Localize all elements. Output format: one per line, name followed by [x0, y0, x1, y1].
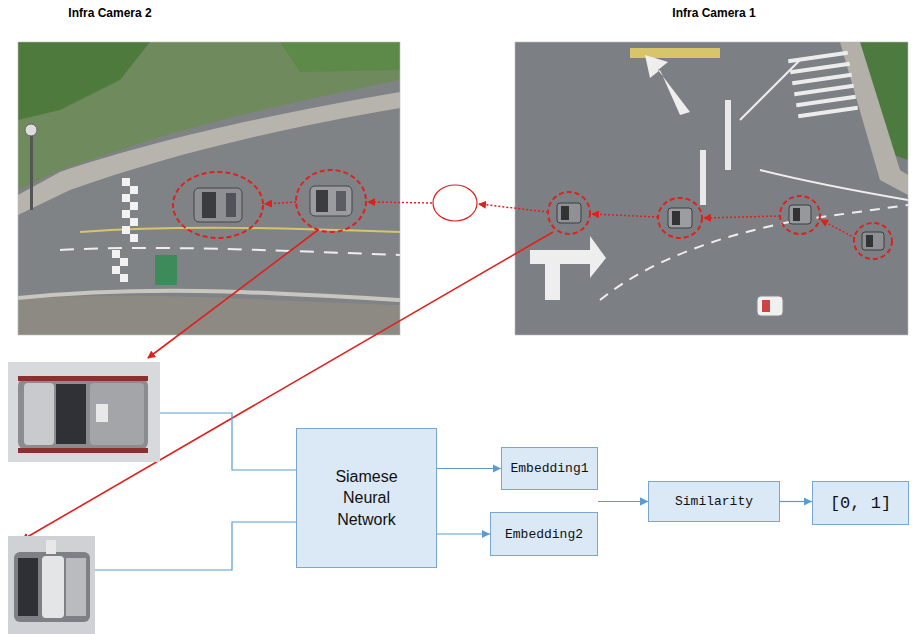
output-box: [0, 1] [812, 481, 909, 525]
node-label: Similarity [675, 494, 753, 509]
arrow-head [804, 498, 812, 506]
connector [598, 498, 648, 506]
vehicle-crop [8, 362, 160, 462]
input-lines [95, 413, 296, 570]
arrow-head [493, 465, 501, 473]
network-box: Siamese Neural Network [296, 428, 437, 568]
camera-1-photo [515, 42, 908, 335]
connector [437, 465, 501, 473]
camera-title: Infra Camera 1 [672, 6, 755, 20]
camera-title: Infra Camera 2 [68, 6, 151, 20]
node-label: Embedding2 [505, 527, 583, 542]
camera-2-photo [18, 42, 400, 335]
gap-circle [433, 185, 477, 221]
connector-line [437, 468, 501, 469]
arrow-head [640, 498, 648, 506]
tracking-circles [173, 170, 892, 259]
arrow-head [640, 498, 648, 506]
connector [598, 498, 648, 506]
node-label: Embedding1 [510, 461, 588, 476]
node-label: Siamese Neural Network [321, 466, 413, 531]
arrow-head [482, 530, 490, 538]
connector [780, 498, 812, 506]
crop-arrows [22, 230, 553, 540]
embedding-box: Embedding2 [490, 512, 598, 556]
trajectory-arrows [265, 202, 855, 238]
vehicle-crop [8, 536, 95, 634]
embedding-box: Embedding1 [501, 447, 598, 490]
similarity-box: Similarity [648, 481, 780, 522]
connector [437, 530, 490, 538]
node-label: [0, 1] [830, 494, 891, 513]
